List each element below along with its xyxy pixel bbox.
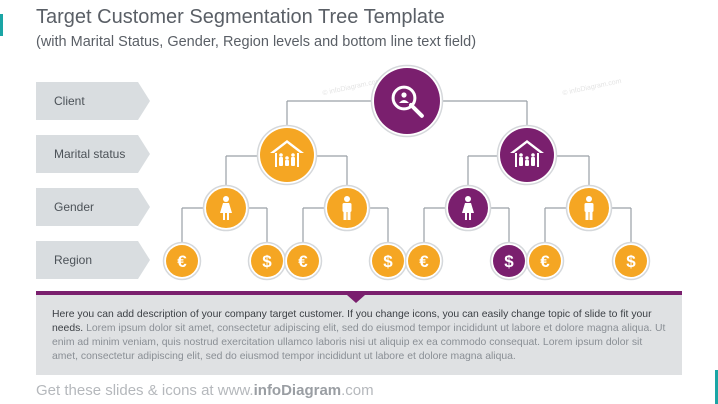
euro-icon: € <box>298 252 308 271</box>
search-person-icon <box>391 85 424 118</box>
description-lead: Here you can add description of your com… <box>52 309 652 334</box>
svg-text:$: $ <box>626 252 636 271</box>
svg-text:€: € <box>540 252 550 271</box>
footer-brand: infoDiagram <box>253 382 342 399</box>
node-circle <box>166 245 198 277</box>
gender-node <box>323 184 371 232</box>
node-circle <box>408 245 440 277</box>
dollar-icon: $ <box>262 252 272 271</box>
marital-status-node <box>496 124 558 186</box>
node-circle <box>251 245 283 277</box>
euro-icon: € <box>540 252 550 271</box>
dollar-icon: $ <box>504 252 514 271</box>
gender-node <box>444 184 492 232</box>
level-label: Gender <box>54 200 95 214</box>
level-label: Marital status <box>54 147 126 161</box>
house-family-icon <box>510 140 544 167</box>
panel-pointer <box>347 295 365 303</box>
level-tab-marital-status: Marital status <box>36 135 152 173</box>
man-icon <box>342 196 352 220</box>
region-node: $ <box>247 241 287 281</box>
svg-text:$: $ <box>262 252 272 271</box>
level-tab-region: Region <box>36 241 152 279</box>
level-label: Region <box>54 253 93 267</box>
svg-text:€: € <box>419 252 429 271</box>
node-circle <box>615 245 647 277</box>
node-circle <box>260 128 314 182</box>
region-node: $ <box>611 241 651 281</box>
svg-text:€: € <box>298 252 308 271</box>
node-circle <box>529 245 561 277</box>
gender-node <box>565 184 613 232</box>
level-tab-gender: Gender <box>36 188 152 226</box>
gender-node <box>202 184 250 232</box>
page-subtitle: (with Marital Status, Gender, Region lev… <box>36 34 477 50</box>
region-node: $ <box>489 241 529 281</box>
region-node: € <box>162 241 202 281</box>
title-accent-bar <box>0 14 3 36</box>
node-circle <box>493 245 525 277</box>
client-node <box>370 64 444 138</box>
node-circle <box>287 245 319 277</box>
node-circle <box>374 68 440 134</box>
dollar-icon: $ <box>626 252 636 271</box>
marital-status-node <box>256 124 318 186</box>
tree-nodes: € $ € $ € $ € $ <box>162 64 651 281</box>
woman-icon <box>462 196 474 220</box>
description-placeholder: Lorem ipsum dolor sit amet, consectetur … <box>52 323 666 362</box>
svg-text:$: $ <box>383 252 393 271</box>
description-text: Here you can add description of your com… <box>52 308 666 364</box>
segmentation-tree: € $ € $ € $ € $ <box>162 64 651 281</box>
region-node: € <box>283 241 323 281</box>
region-node: € <box>525 241 565 281</box>
level-tab-client: Client <box>36 82 152 120</box>
dollar-icon: $ <box>383 252 393 271</box>
page-title: Target Customer Segmentation Tree Templa… <box>36 6 445 28</box>
euro-icon: € <box>177 252 187 271</box>
description-panel <box>36 291 682 375</box>
level-label: Client <box>54 94 85 108</box>
node-circle <box>500 128 554 182</box>
svg-text:$: $ <box>504 252 514 271</box>
woman-icon <box>220 196 232 220</box>
house-family-icon <box>270 140 304 167</box>
svg-text:€: € <box>177 252 187 271</box>
region-node: € <box>404 241 444 281</box>
node-circle <box>372 245 404 277</box>
footer-credit: Get these slides & icons at www.infoDiag… <box>36 382 374 399</box>
footer-suffix: .com <box>341 382 374 399</box>
region-node: $ <box>368 241 408 281</box>
euro-icon: € <box>419 252 429 271</box>
man-icon <box>584 196 594 220</box>
tree-connectors <box>181 100 632 245</box>
corner-accent-bar <box>715 370 718 404</box>
footer-prefix: Get these slides & icons at www. <box>36 382 254 399</box>
